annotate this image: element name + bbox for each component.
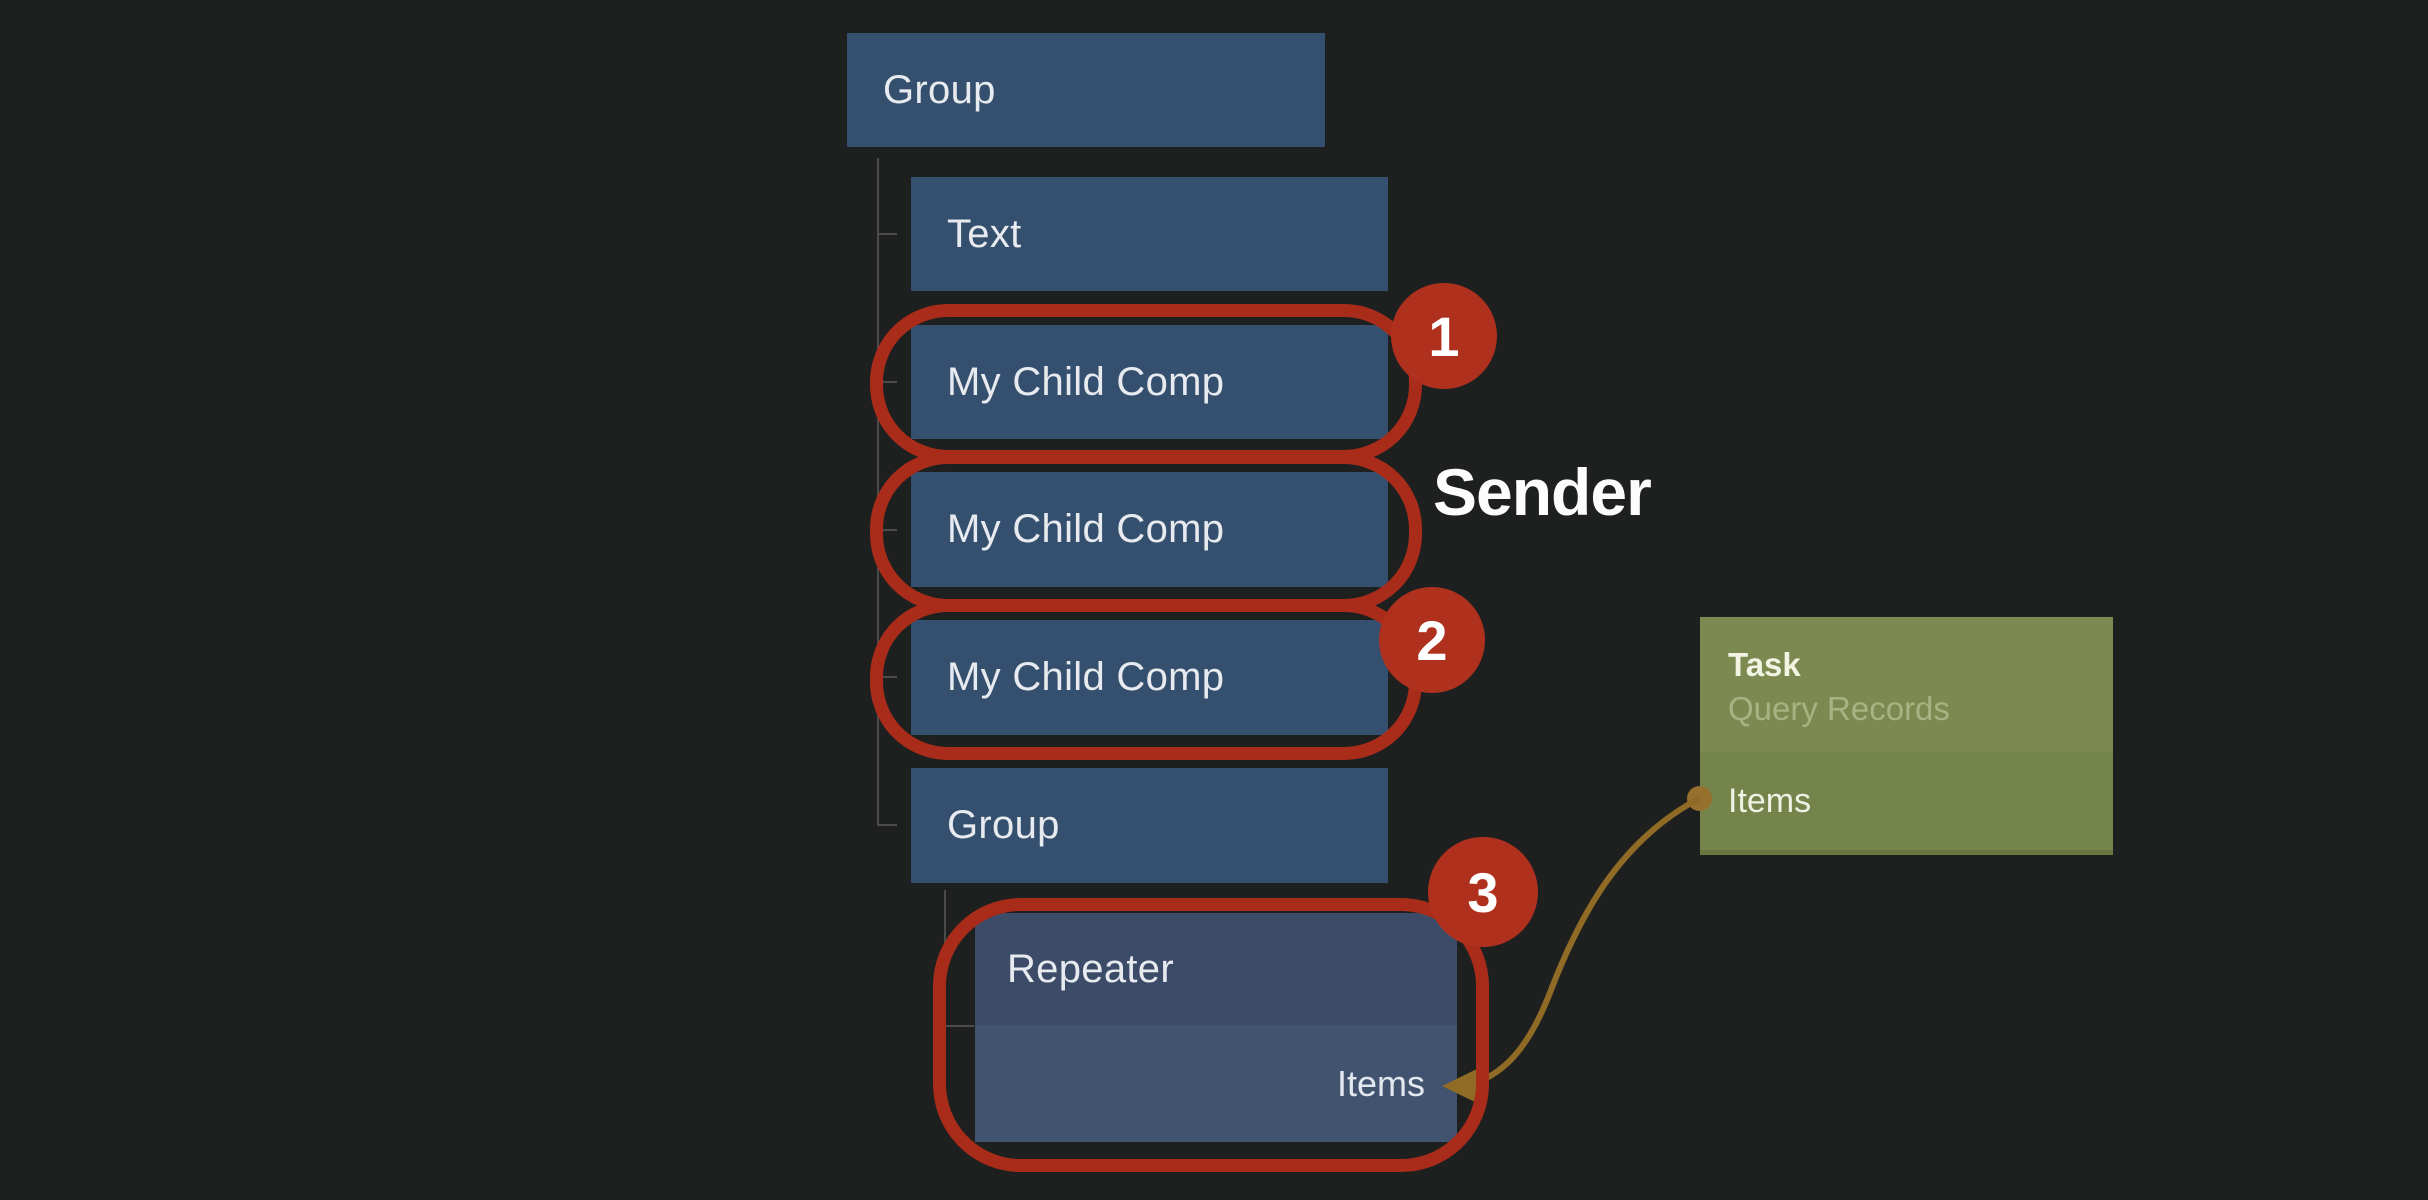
node-label: Group [883,67,996,112]
tree-tick-mcc2 [877,529,897,531]
node-label: My Child Comp [947,359,1225,404]
tree-tick-mcc3 [877,676,897,678]
annotation-badge-1: 1 [1391,283,1497,389]
node-group-root[interactable]: Group [847,33,1325,147]
tree-elbow-horizontal [944,1025,974,1027]
repeater-header[interactable]: Repeater [975,913,1457,1025]
tree-tick-mcc1 [877,381,897,383]
tree-tick-group2 [877,824,897,826]
task-card-body: Items [1700,752,2113,850]
node-label: Repeater [1007,946,1174,991]
badge-number: 3 [1467,860,1499,924]
node-my-child-comp-2[interactable]: My Child Comp [911,472,1388,587]
annotation-badge-3: 3 [1428,837,1538,947]
node-label: My Child Comp [947,655,1225,699]
badge-number: 1 [1428,304,1460,368]
node-label: Text [947,211,1022,256]
node-my-child-comp-1[interactable]: My Child Comp [911,325,1388,439]
task-items-port[interactable]: Items [1728,781,1812,820]
annotation-ring-3 [933,898,1489,1172]
tree-tick-text [877,233,897,235]
annotation-ring-2 [870,599,1422,760]
node-label: Group [947,803,1060,847]
annotation-badge-2: 2 [1379,587,1485,693]
node-group-nested[interactable]: Group [911,768,1388,883]
node-my-child-comp-3[interactable]: My Child Comp [911,620,1388,735]
node-label: My Child Comp [947,507,1225,551]
task-subtitle: Query Records [1728,690,1950,727]
sender-label: Sender [1433,455,1652,529]
task-title: Task [1728,646,1801,683]
badge-number: 2 [1416,608,1448,672]
annotation-ring-sender [870,451,1422,612]
annotation-ring-1 [870,304,1422,463]
task-card[interactable]: Task Query Records Items [1700,617,2113,855]
task-card-header: Task Query Records [1700,617,2113,752]
node-repeater[interactable]: Repeater Items [975,913,1457,1142]
node-text[interactable]: Text [911,177,1388,291]
